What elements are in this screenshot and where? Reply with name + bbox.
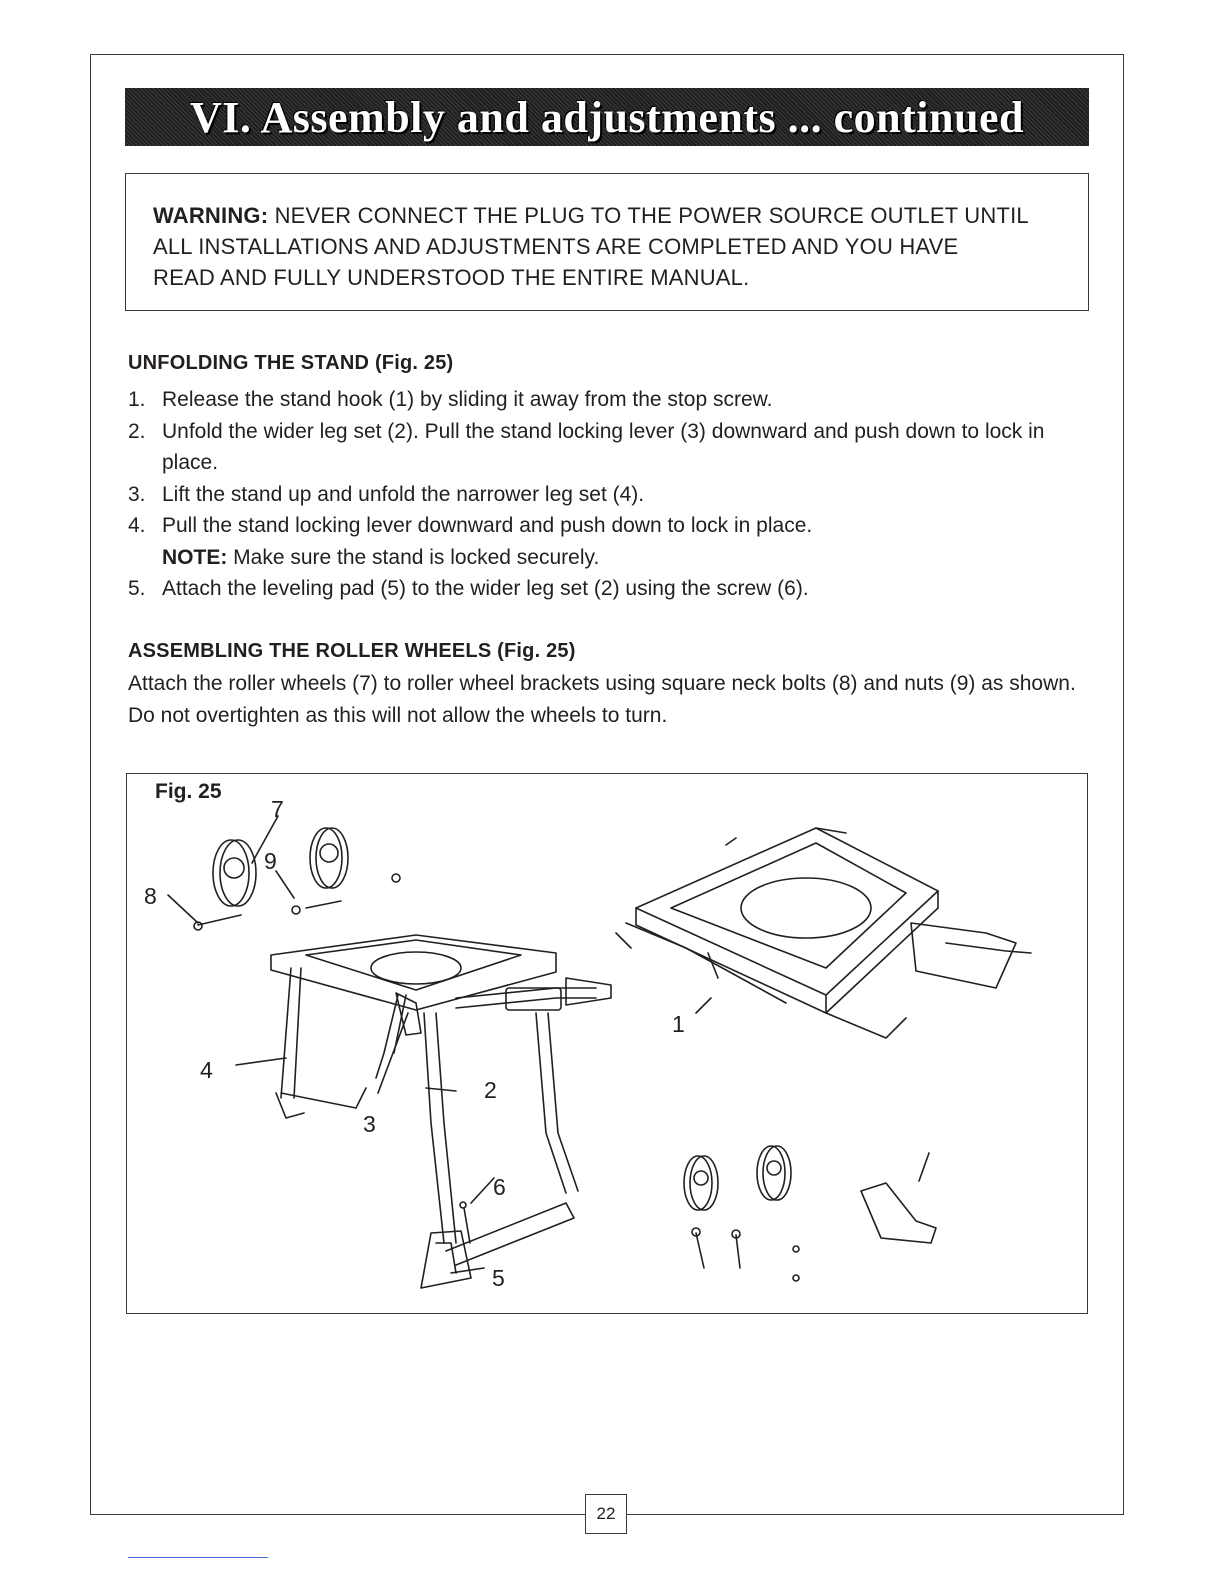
figure-title: Fig. 25 (155, 780, 222, 803)
section-title-bar: VI. Assembly and adjustments ... continu… (125, 88, 1089, 146)
note-text: Make sure the stand is locked securely. (227, 545, 600, 569)
roller-heading: ASSEMBLING THE ROLLER WHEELS (Fig. 25) (128, 640, 576, 662)
step-item: 1. Release the stand hook (1) by sliding … (128, 384, 1098, 416)
step-number: 3. (128, 482, 146, 506)
roller-paragraph: Attach the roller wheels (7) to roller w… (128, 672, 1076, 727)
warning-message: NEVER CONNECT THE PLUG TO THE POWER SOUR… (153, 203, 1029, 290)
folded-stand-drawing (615, 827, 1032, 1282)
callout-9: 9 (264, 848, 277, 874)
step-number: 5. (128, 577, 146, 600)
step-item: 4. Pull the stand locking lever downward … (128, 510, 1098, 542)
callout-2: 2 (484, 1077, 497, 1103)
unfolded-stand-drawing (167, 815, 612, 1289)
unfolding-steps: 1. Release the stand hook (1) by sliding … (128, 384, 1098, 605)
callout-6: 6 (493, 1174, 506, 1200)
step-text: Pull the stand locking lever downward an… (162, 514, 813, 537)
callout-1: 1 (672, 1011, 685, 1037)
step-number: 4. (128, 514, 146, 537)
callout-8: 8 (144, 883, 157, 909)
callout-5: 5 (492, 1265, 505, 1291)
figure-box (126, 773, 1088, 1314)
step-item: 3. Lift the stand up and unfold the narro… (128, 479, 1098, 511)
footer-link-underline (128, 1557, 268, 1558)
step-text: Unfold the wider leg set (2). Pull the s… (162, 419, 1045, 475)
warning-text-block: WARNING: NEVER CONNECT THE PLUG TO THE P… (153, 200, 1093, 293)
step-item: 5. Attach the leveling pad (5) to the wid… (128, 573, 1098, 605)
step-text: Release the stand hook (1) by sliding it… (162, 388, 773, 411)
callout-4: 4 (200, 1057, 213, 1083)
page-number-text: 22 (596, 1504, 616, 1523)
callout-7: 7 (271, 796, 284, 822)
warning-box (125, 173, 1089, 311)
step-item: 2. Unfold the wider leg set (2). Pull the… (128, 416, 1098, 479)
warning-label: WARNING: (153, 203, 269, 228)
unfolding-heading: UNFOLDING THE STAND (Fig. 25) (128, 352, 454, 374)
step-text: Lift the stand up and unfold the narrowe… (162, 482, 645, 506)
step-number: 1. (128, 388, 146, 411)
step-text: Attach the leveling pad (5) to the wider… (162, 577, 809, 600)
page-number: 22 (585, 1494, 627, 1534)
section-title: VI. Assembly and adjustments ... continu… (190, 92, 1024, 142)
callout-3: 3 (363, 1111, 376, 1137)
figure-illustration: 7 9 8 4 3 2 6 5 1 (144, 796, 1032, 1291)
note-line: NOTE: Make sure the stand is locked secu… (128, 542, 1098, 574)
step-number: 2. (128, 419, 146, 443)
note-label: NOTE: (162, 545, 228, 569)
